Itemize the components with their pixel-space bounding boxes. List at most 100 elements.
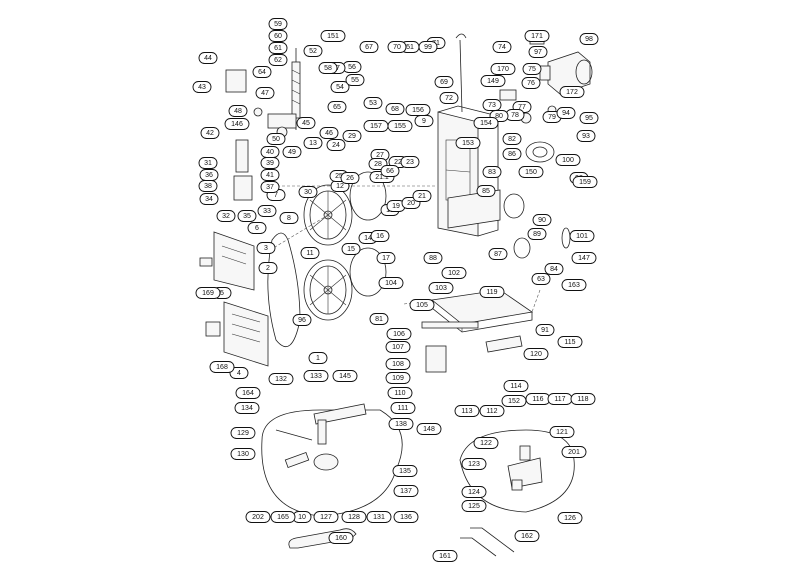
part-callout-label: 14 <box>364 235 372 242</box>
part-callout-label: 36 <box>205 172 213 179</box>
part-callout-label: 26 <box>346 175 354 182</box>
part-callout: 150 <box>518 166 544 178</box>
part-callout: 157 <box>363 120 389 132</box>
part-callout-label: 155 <box>394 123 406 130</box>
part-callout-label: 79 <box>548 114 556 121</box>
part-callout-label: 98 <box>585 36 593 43</box>
part-callout-label: 13 <box>309 140 317 147</box>
part-callout: 155 <box>387 120 413 132</box>
part-callout-label: 47 <box>261 90 269 97</box>
part-callout: 119 <box>479 286 505 298</box>
part-callout-label: 37 <box>266 184 274 191</box>
part-callout: 202 <box>245 511 271 523</box>
part-callout-label: 5 <box>220 290 224 297</box>
part-callout-label: 149 <box>487 78 499 85</box>
part-callout-label: 93 <box>582 133 590 140</box>
part-callout-label: 78 <box>511 112 519 119</box>
part-callout: 17 <box>376 252 396 264</box>
part-callout: 74 <box>492 41 512 53</box>
part-callout-label: 153 <box>462 140 474 147</box>
tools <box>288 527 515 557</box>
miter-gauge <box>459 429 575 513</box>
part-callout: 70 <box>387 41 407 53</box>
part-callout: 94 <box>556 107 576 119</box>
part-callout: 111 <box>390 402 416 414</box>
part-callout: 134 <box>234 402 260 414</box>
part-callout: 86 <box>502 148 522 160</box>
part-callout-label: 159 <box>579 179 591 186</box>
part-callout: 32 <box>216 210 236 222</box>
part-callout: 63 <box>531 273 551 285</box>
part-callout-label: 32 <box>222 213 230 220</box>
part-callout-label: 123 <box>468 461 480 468</box>
part-callout-label: 7 <box>274 192 278 199</box>
part-callout-label: 42 <box>206 130 214 137</box>
part-callout: 131 <box>366 511 392 523</box>
part-callout-label: 22 <box>394 159 402 166</box>
part-callout: 95 <box>579 112 599 124</box>
part-callout-label: 100 <box>562 157 574 164</box>
part-callout-label: 10 <box>298 514 306 521</box>
part-callout: 34 <box>199 193 219 205</box>
part-callout: 2 <box>258 262 278 274</box>
part-callout-label: 111 <box>398 405 409 412</box>
part-callout: 121 <box>549 426 575 438</box>
part-callout-label: 90 <box>538 217 546 224</box>
part-callout: 43 <box>192 81 212 93</box>
part-callout-label: 91 <box>541 327 549 334</box>
part-callout-label: 170 <box>497 66 509 73</box>
part-callout-label: 169 <box>202 290 214 297</box>
part-callout: 49 <box>282 146 302 158</box>
part-callout: 68 <box>385 103 405 115</box>
part-callout-label: 19 <box>392 203 400 210</box>
part-callout-label: 29 <box>348 133 356 140</box>
part-callout: 153 <box>455 137 481 149</box>
part-callout: 66 <box>380 165 400 177</box>
part-callout-label: 171 <box>531 33 543 40</box>
part-callout-label: 53 <box>369 100 377 107</box>
part-callout-label: 152 <box>508 398 520 405</box>
part-callout: 1 <box>308 352 328 364</box>
part-callout-label: 61 <box>274 45 282 52</box>
part-callout: 149 <box>480 75 506 87</box>
part-callout: 58 <box>318 62 338 74</box>
part-callout: 163 <box>561 279 587 291</box>
callout-layer: 12345678910111213141516171819202121.1222… <box>192 18 599 562</box>
part-callout: 169 <box>195 287 221 299</box>
part-callout-label: 86 <box>508 151 516 158</box>
part-callout: 73 <box>482 99 502 111</box>
part-callout: 26 <box>340 172 360 184</box>
part-callout: 125 <box>461 500 487 512</box>
part-callout-label: 99 <box>424 44 432 51</box>
part-callout-label: 134 <box>241 405 253 412</box>
part-callout-label: 160 <box>335 535 347 542</box>
part-callout-label: 49 <box>288 149 296 156</box>
part-callout: 40 <box>260 146 280 158</box>
part-callout-label: 168 <box>216 364 228 371</box>
part-callout-label: 74 <box>498 44 506 51</box>
part-callout: 36 <box>199 169 219 181</box>
part-callout: 100 <box>555 154 581 166</box>
part-callout-label: 48 <box>234 108 242 115</box>
part-callout: 21 <box>412 190 432 202</box>
part-callout: 84 <box>544 263 564 275</box>
part-callout: 128 <box>341 511 367 523</box>
part-callout: 97 <box>528 46 548 58</box>
part-callout: 3 <box>256 242 276 254</box>
part-callout: 64 <box>252 66 272 78</box>
part-callout: 11 <box>300 247 320 259</box>
part-callout-label: 132 <box>275 376 287 383</box>
part-callout-label: 133 <box>310 373 322 380</box>
part-callout: 46 <box>319 127 339 139</box>
part-callout-label: 60 <box>274 33 282 40</box>
part-callout: 168 <box>209 361 235 373</box>
part-callout: 87 <box>488 248 508 260</box>
part-callout: 160 <box>328 532 354 544</box>
part-callout-label: 156 <box>412 107 424 114</box>
part-callout: 81 <box>369 313 389 325</box>
part-callout-label: 161 <box>439 553 451 560</box>
part-callout-label: 131 <box>373 514 385 521</box>
part-callout: 72 <box>439 92 459 104</box>
part-callout-label: 33 <box>263 208 271 215</box>
part-callout-label: 94 <box>562 110 570 117</box>
